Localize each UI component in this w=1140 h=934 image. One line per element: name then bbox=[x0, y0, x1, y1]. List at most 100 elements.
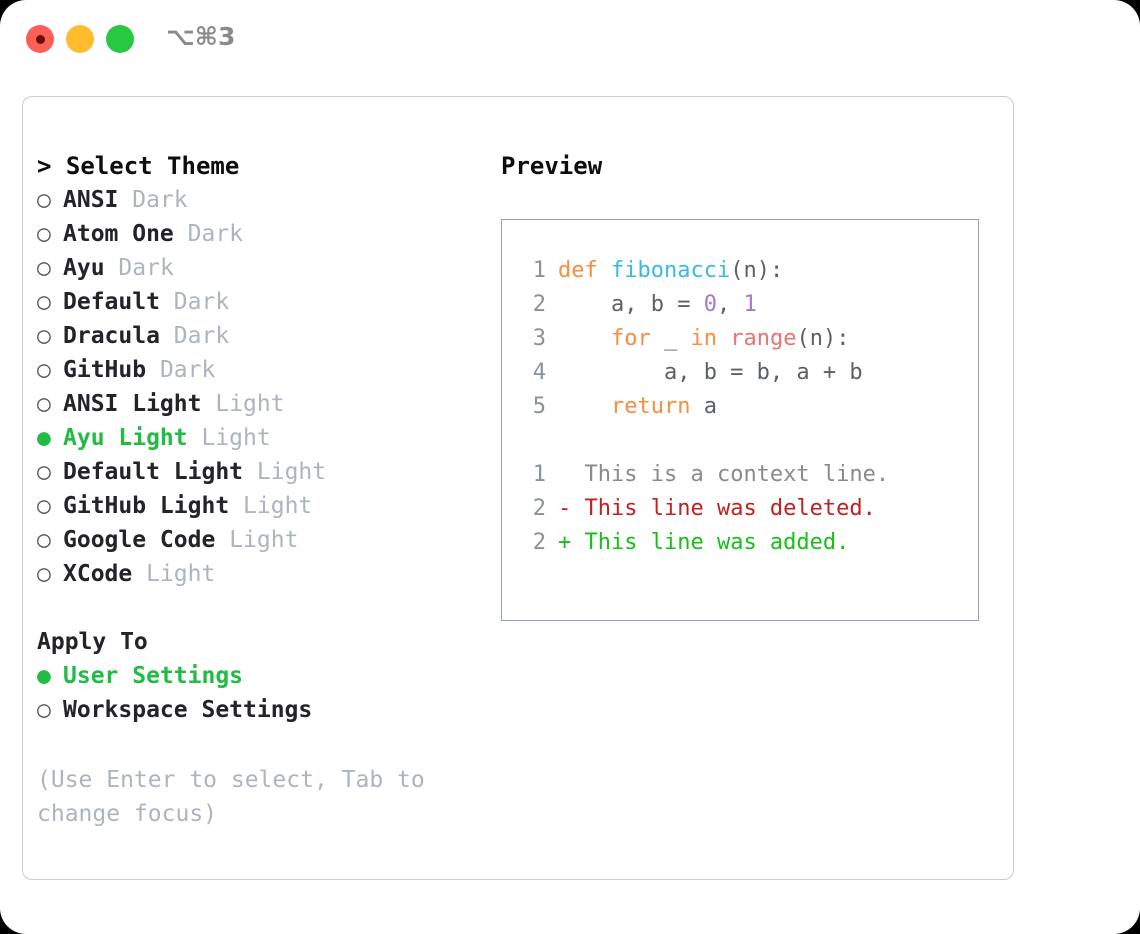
radio-unselected-icon[interactable]: ○ bbox=[37, 697, 51, 723]
apply-to-heading: Apply To bbox=[37, 629, 148, 655]
code-token: range bbox=[730, 326, 797, 351]
theme-variant-tag: Light bbox=[215, 391, 285, 417]
theme-row[interactable]: ○Default Dark bbox=[37, 285, 507, 319]
theme-row[interactable]: ● Ayu Light Light bbox=[37, 421, 507, 455]
code-token: (n): bbox=[730, 258, 784, 283]
list-spacer bbox=[37, 591, 507, 625]
line-number: 4 bbox=[532, 360, 546, 385]
radio-unselected-icon[interactable]: ○ bbox=[37, 493, 51, 519]
theme-variant-tag: Light bbox=[256, 459, 327, 485]
radio-unselected-icon[interactable]: ○ bbox=[37, 255, 51, 281]
theme-variant-tag: Light bbox=[229, 527, 299, 553]
line-number: 2 bbox=[532, 530, 546, 555]
theme-variant-tag: Dark bbox=[132, 187, 188, 213]
radio-unselected-icon[interactable]: ○ bbox=[37, 289, 51, 315]
content-card: > Select Theme ○ANSI Dark○Atom One Dark○… bbox=[22, 96, 1014, 880]
line-number: 2 bbox=[532, 292, 546, 317]
theme-name: GitHub Light bbox=[63, 493, 230, 519]
code-token: in bbox=[690, 326, 717, 351]
theme-row[interactable]: ○ Dracula Dark bbox=[37, 319, 507, 353]
code-token: a bbox=[690, 394, 717, 419]
theme-variant-tag: Dark bbox=[173, 289, 230, 315]
maximize-button[interactable] bbox=[106, 25, 134, 53]
title-bar: ⌥⌘3 bbox=[0, 0, 1140, 78]
code-token: a, b = bbox=[558, 292, 704, 317]
theme-row[interactable]: ○ ANSI Dark bbox=[37, 183, 507, 217]
diff-sample: 1 This is a context line.2- This line wa… bbox=[516, 458, 978, 560]
theme-name: Ayu bbox=[63, 255, 105, 281]
theme-row[interactable]: ○ Ayu Dark bbox=[37, 251, 507, 285]
theme-row[interactable]: ○ Atom One Dark bbox=[37, 217, 507, 251]
diff-text: This line was added. bbox=[584, 530, 850, 555]
theme-name: GitHub bbox=[63, 357, 147, 383]
diff-line: 1 This is a context line. bbox=[516, 458, 978, 492]
preview-heading: Preview bbox=[501, 152, 603, 180]
radio-selected-icon[interactable]: ● bbox=[37, 425, 51, 451]
diff-line: 2+ This line was added. bbox=[516, 526, 978, 560]
theme-row[interactable]: ○Google Code Light bbox=[37, 523, 507, 557]
close-button[interactable] bbox=[26, 25, 54, 53]
radio-selected-icon[interactable]: ● bbox=[37, 663, 51, 689]
code-token: 0 bbox=[703, 292, 717, 317]
radio-unselected-icon[interactable]: ○ bbox=[37, 391, 51, 417]
theme-row[interactable]: ○ GitHub Dark bbox=[37, 353, 507, 387]
radio-unselected-icon[interactable]: ○ bbox=[37, 323, 51, 349]
apply-to-row[interactable]: ○ Workspace Settings bbox=[37, 693, 507, 727]
code-token bbox=[717, 326, 730, 351]
apply-to-label: Workspace Settings bbox=[63, 697, 313, 723]
code-token: a, b = b, a + b bbox=[558, 360, 863, 385]
theme-name: XCode bbox=[63, 561, 133, 587]
theme-row[interactable]: ○ANSI Light Light bbox=[37, 387, 507, 421]
code-token: (n): bbox=[796, 326, 850, 351]
theme-row[interactable]: ○ GitHub Light Light bbox=[37, 489, 507, 523]
theme-row[interactable]: ○Default Light Light bbox=[37, 455, 507, 489]
diff-text: This line was deleted. bbox=[584, 496, 876, 521]
theme-selection-panel: > Select Theme ○ANSI Dark○Atom One Dark○… bbox=[37, 149, 507, 831]
code-token: _ bbox=[650, 326, 691, 351]
theme-name: ANSI bbox=[63, 187, 119, 213]
traffic-lights bbox=[26, 25, 134, 53]
theme-variant-tag: Dark bbox=[159, 357, 216, 383]
theme-variant-tag: Dark bbox=[118, 255, 174, 281]
code-token bbox=[558, 326, 611, 351]
line-number: 2 bbox=[532, 496, 546, 521]
code-token: for bbox=[610, 326, 651, 351]
line-number: 1 bbox=[532, 462, 546, 487]
theme-variant-tag: Dark bbox=[173, 323, 230, 349]
radio-unselected-icon[interactable]: ○ bbox=[37, 357, 51, 383]
radio-unselected-icon[interactable]: ○ bbox=[37, 527, 51, 553]
minimize-button[interactable] bbox=[66, 25, 94, 53]
theme-name: Dracula bbox=[63, 323, 160, 349]
apply-to-row[interactable]: ● User Settings bbox=[37, 659, 507, 693]
theme-variant-tag: Light bbox=[201, 425, 271, 451]
theme-variant-tag: Light bbox=[146, 561, 216, 587]
keyboard-hint-text: (Use Enter to select, Tab to change focu… bbox=[37, 767, 439, 827]
diff-line: 2- This line was deleted. bbox=[516, 492, 978, 526]
theme-variant-tag: Dark bbox=[187, 221, 244, 247]
radio-unselected-icon[interactable]: ○ bbox=[37, 459, 51, 485]
keyboard-shortcut-label: ⌥⌘3 bbox=[166, 22, 236, 51]
line-number: 5 bbox=[532, 394, 546, 419]
radio-unselected-icon[interactable]: ○ bbox=[37, 221, 51, 247]
theme-variant-tag: Light bbox=[243, 493, 313, 519]
code-line: 3 for _ in range(n): bbox=[516, 322, 978, 356]
code-token bbox=[558, 394, 611, 419]
apply-to-list[interactable]: ● User Settings ○ Workspace Settings bbox=[37, 659, 507, 727]
apply-to-label: User Settings bbox=[63, 663, 244, 689]
diff-text: This is a context line. bbox=[584, 462, 890, 487]
code-token: fibonacci bbox=[610, 258, 731, 283]
radio-unselected-icon[interactable]: ○ bbox=[37, 187, 51, 213]
radio-unselected-icon[interactable]: ○ bbox=[37, 561, 51, 587]
theme-name: Ayu Light bbox=[63, 425, 188, 451]
theme-name: Atom One bbox=[63, 221, 174, 247]
code-line: 2 a, b = 0, 1 bbox=[516, 288, 978, 322]
theme-row[interactable]: ○ XCode Light bbox=[37, 557, 507, 591]
code-line: 4 a, b = b, a + b bbox=[516, 356, 978, 390]
diff-marker bbox=[558, 462, 585, 487]
theme-list[interactable]: ○ANSI Dark○Atom One Dark○Ayu Dark○Defaul… bbox=[37, 183, 507, 591]
